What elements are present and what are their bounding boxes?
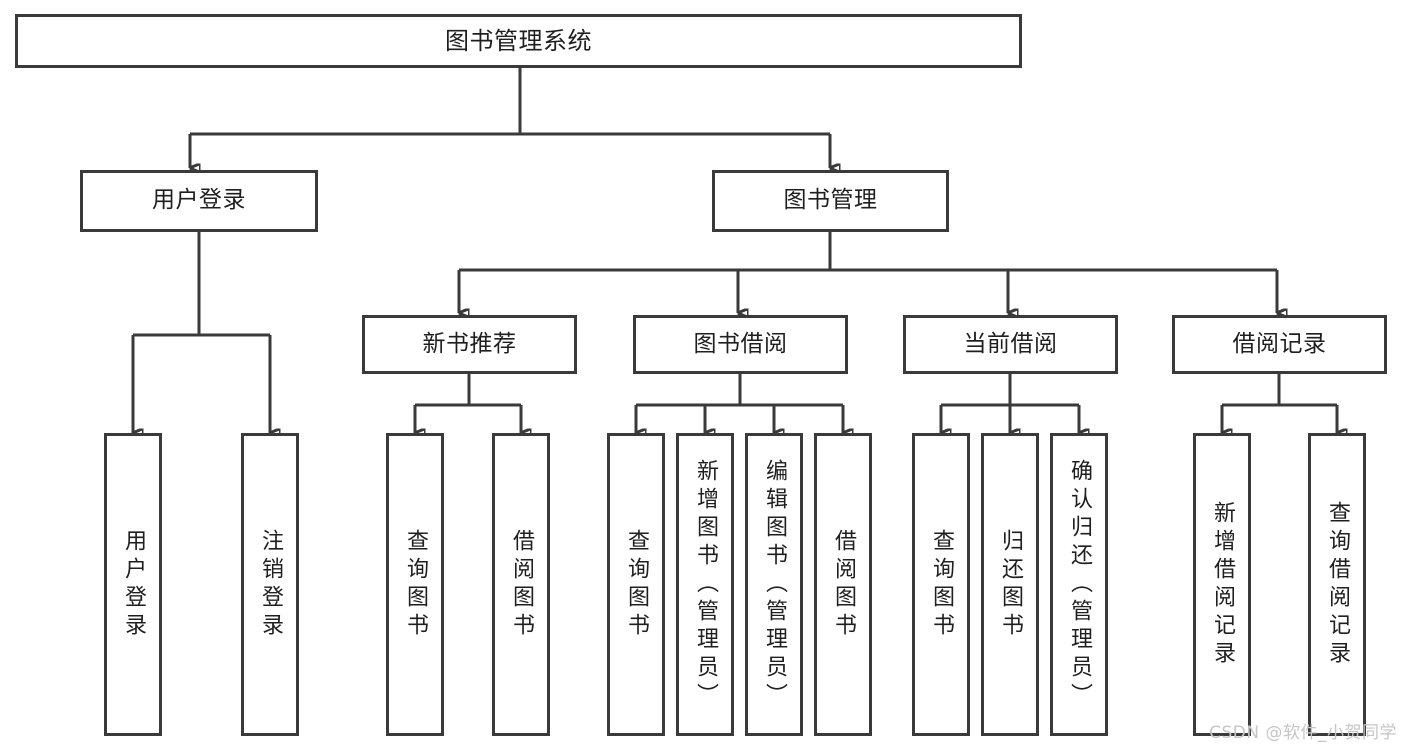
node-borrow-record-label: 借阅记录 xyxy=(1232,330,1327,357)
node-book-borrow[interactable]: 图书借阅 xyxy=(633,315,848,374)
node-book-manage[interactable]: 图书管理 xyxy=(712,170,949,232)
leaf-borrow-book-2-label: 借阅图书 xyxy=(831,528,856,641)
node-new-book-rec-label: 新书推荐 xyxy=(422,330,517,357)
leaf-confirm-return[interactable]: 确认归还（管理员） xyxy=(1050,433,1108,736)
node-borrow-record[interactable]: 借阅记录 xyxy=(1172,315,1387,374)
leaf-query-record-label: 查询借阅记录 xyxy=(1325,500,1350,669)
leaf-borrow-book-2[interactable]: 借阅图书 xyxy=(814,433,872,736)
leaf-add-record[interactable]: 新增借阅记录 xyxy=(1193,433,1251,736)
leaf-return-book-label: 归还图书 xyxy=(998,528,1023,641)
leaf-logout-label: 注销登录 xyxy=(258,528,283,641)
leaf-query-book-3-label: 查询图书 xyxy=(929,528,954,641)
node-current-borrow[interactable]: 当前借阅 xyxy=(903,315,1118,374)
leaf-return-book[interactable]: 归还图书 xyxy=(981,433,1039,736)
leaf-edit-book[interactable]: 编辑图书（管理员） xyxy=(745,433,803,736)
csdn-watermark: CSDN @软件_小贺同学 xyxy=(1209,723,1397,743)
leaf-user-login[interactable]: 用户登录 xyxy=(104,433,162,736)
leaf-add-book[interactable]: 新增图书（管理员） xyxy=(676,433,734,736)
leaf-logout[interactable]: 注销登录 xyxy=(241,433,299,736)
node-book-manage-label: 图书管理 xyxy=(783,187,878,214)
leaf-borrow-book-1-label: 借阅图书 xyxy=(509,528,534,641)
leaf-query-book-2[interactable]: 查询图书 xyxy=(607,433,665,736)
node-root-label: 图书管理系统 xyxy=(445,26,592,55)
node-user-login-label: 用户登录 xyxy=(152,187,246,214)
leaf-borrow-book-1[interactable]: 借阅图书 xyxy=(492,433,550,736)
leaf-query-record[interactable]: 查询借阅记录 xyxy=(1308,433,1366,736)
node-root[interactable]: 图书管理系统 xyxy=(15,14,1022,68)
node-user-login[interactable]: 用户登录 xyxy=(80,170,318,232)
leaf-user-login-label: 用户登录 xyxy=(121,528,146,641)
leaf-query-book-1[interactable]: 查询图书 xyxy=(386,433,444,736)
leaf-edit-book-label: 编辑图书（管理员） xyxy=(762,458,787,711)
node-book-borrow-label: 图书借阅 xyxy=(693,330,788,357)
leaf-query-book-1-label: 查询图书 xyxy=(403,528,428,641)
node-new-book-rec[interactable]: 新书推荐 xyxy=(362,315,577,374)
node-current-borrow-label: 当前借阅 xyxy=(963,330,1058,357)
leaf-query-book-2-label: 查询图书 xyxy=(624,528,649,641)
leaf-add-book-label: 新增图书（管理员） xyxy=(693,458,718,711)
leaf-add-record-label: 新增借阅记录 xyxy=(1210,500,1235,669)
leaf-confirm-return-label: 确认归还（管理员） xyxy=(1067,458,1092,711)
leaf-query-book-3[interactable]: 查询图书 xyxy=(912,433,970,736)
